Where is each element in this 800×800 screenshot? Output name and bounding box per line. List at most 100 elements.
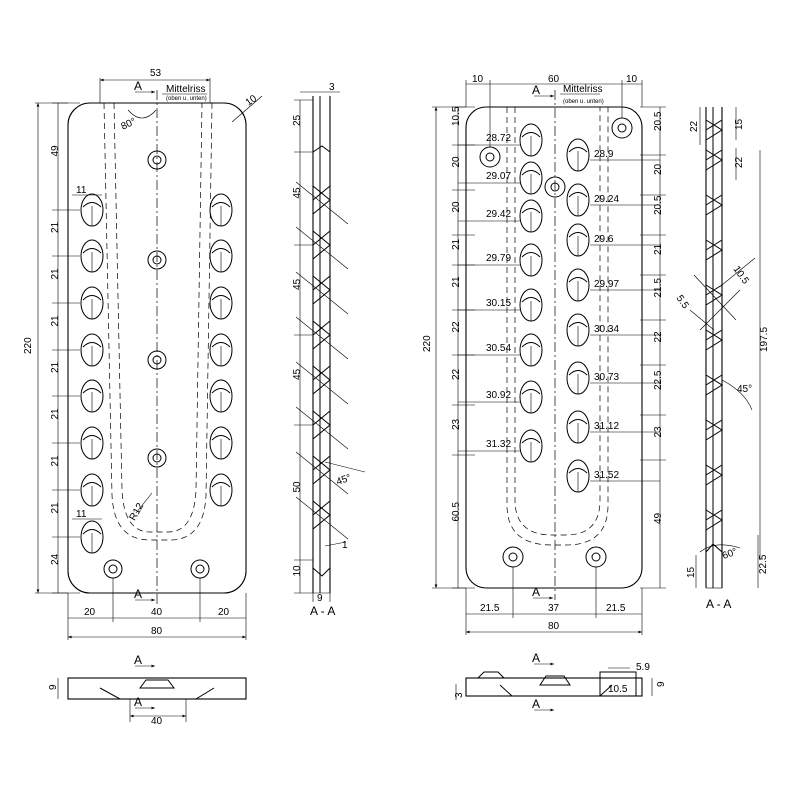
right-oval-r-7: [566, 459, 590, 493]
left-dim-80: 80: [151, 626, 163, 637]
right-slot-inner: [506, 107, 609, 546]
right-bottom-dim-9: 9: [656, 681, 667, 687]
left-side-dim-1: 1: [342, 540, 348, 551]
left-oval-holes: [80, 193, 233, 554]
left-row-dim-5: 21: [50, 408, 61, 420]
left-dim-r12: R12: [128, 501, 147, 523]
left-oval-r-6-arc: [211, 482, 231, 488]
right-right-label-1: 29.24: [594, 194, 619, 205]
right-right-label-2: 29.6: [594, 234, 614, 245]
right-oval-r-6: [566, 410, 590, 444]
right-left-dim-3: 21: [451, 238, 462, 250]
right-left-label-3: 29.79: [486, 253, 511, 264]
right-oval-l-0-arc: [521, 132, 541, 138]
left-dim-radius: 10: [244, 93, 260, 109]
right-right-dim-5: 22: [653, 331, 664, 343]
right-right-dim-0: 20.5: [653, 111, 664, 131]
left-oval-r-1-arc: [211, 248, 231, 254]
right-side-cross-0: [705, 119, 723, 141]
left-oval-l-1-arc: [82, 248, 102, 254]
right-oval-r-0: [566, 138, 590, 172]
left-center-hole-inner-2: [152, 355, 162, 365]
right-oval-r-2: [566, 223, 590, 257]
right-right-dim-3: 21: [653, 243, 664, 255]
right-dim-220: 220: [422, 335, 433, 352]
left-oval-l-7: [80, 520, 104, 554]
left-dim-11-top: 11: [76, 185, 87, 196]
right-oval-l-2-arc: [521, 208, 541, 214]
left-bottom-a-top: A: [134, 653, 142, 667]
left-oval-r-3-arc: [211, 342, 231, 348]
left-center-hole-inner-3: [152, 453, 162, 463]
right-side-cross-1: [705, 149, 723, 171]
left-oval-r-4: [209, 379, 233, 413]
right-dim-10b: 10: [626, 74, 638, 85]
right-side-dim-15a: 15: [734, 118, 745, 130]
left-center-hole-inner-1: [152, 255, 162, 265]
left-side-cross-6: [312, 455, 331, 485]
left-side-cross-7: [312, 500, 331, 530]
right-oval-r-7-arc: [568, 468, 588, 474]
left-side-cross-4: [312, 365, 331, 395]
left-dim-40: 40: [151, 607, 163, 618]
right-side-leader-a: [693, 274, 737, 321]
left-section-a-bottom: A: [134, 587, 142, 601]
right-dim-37: 37: [548, 603, 560, 614]
left-side-leader-6: [295, 451, 349, 495]
left-slot-inner: [103, 102, 213, 541]
left-side-dim-3: 45: [292, 368, 303, 380]
left-row-dim-4: 21: [50, 361, 61, 373]
right-oval-r-3-arc: [568, 277, 588, 283]
left-oval-r-5: [209, 426, 233, 460]
right-right-label-5: 30.73: [594, 372, 619, 383]
left-dim-11-bot: 11: [76, 509, 87, 520]
left-side-cross-3: [312, 320, 331, 350]
left-side-top-notch: [312, 145, 331, 153]
left-side-dim-4: 50: [292, 481, 303, 493]
left-oval-l-6: [80, 473, 104, 507]
right-oval-l-4: [519, 288, 543, 322]
right-left-dim-6: 22: [451, 368, 462, 380]
left-oval-r-0: [209, 193, 233, 227]
left-oval-l-6-arc: [82, 482, 102, 488]
left-oval-l-4-arc: [82, 388, 102, 394]
left-side-dim-0: 25: [292, 114, 303, 126]
right-bottom-a-top: A: [532, 651, 540, 665]
right-oval-labels: 28.7229.0729.4229.7930.1530.5430.9231.32…: [458, 133, 660, 482]
right-oval-r-5: [566, 361, 590, 395]
right-oval-l-6: [519, 380, 543, 414]
left-oval-r-0-arc: [211, 202, 231, 208]
right-bottom-dim-3: 3: [454, 692, 465, 698]
left-oval-r-5-arc: [211, 435, 231, 441]
left-oval-r-3: [209, 333, 233, 367]
right-oval-r-2-arc: [568, 232, 588, 238]
right-bottom-dim-59: 5.9: [636, 662, 650, 673]
left-side-dim-9: 9: [317, 593, 323, 604]
right-side-dim-1975: 197.5: [759, 327, 770, 352]
right-section-a-top: A: [532, 83, 540, 97]
right-side-cross-8: [705, 464, 723, 486]
right-oval-l-1-arc: [521, 170, 541, 176]
left-oval-l-0-arc: [82, 202, 102, 208]
right-left-label-5: 30.54: [486, 343, 511, 354]
right-dim-21a: 21.5: [480, 603, 500, 614]
right-dim-21b: 21.5: [606, 603, 626, 614]
right-left-label-2: 29.42: [486, 209, 511, 220]
left-dim-angle: 80°: [119, 116, 137, 132]
right-side-cross-7: [705, 419, 723, 441]
right-oval-l-5-arc: [521, 342, 541, 348]
right-side-angle-45: 45°: [737, 384, 752, 395]
left-oval-r-4-arc: [211, 388, 231, 394]
right-dim-60: 60: [548, 74, 560, 85]
left-oval-l-3-arc: [82, 342, 102, 348]
right-right-dim-1: 20: [653, 163, 664, 175]
left-row-dim-7: 21: [50, 502, 61, 514]
left-side-dim-1: 45: [292, 187, 303, 199]
right-left-dim-2: 20: [451, 201, 462, 213]
right-side-cross-9: [705, 509, 723, 531]
right-left-dim-7: 23: [451, 418, 462, 430]
right-dim-80: 80: [548, 621, 560, 632]
